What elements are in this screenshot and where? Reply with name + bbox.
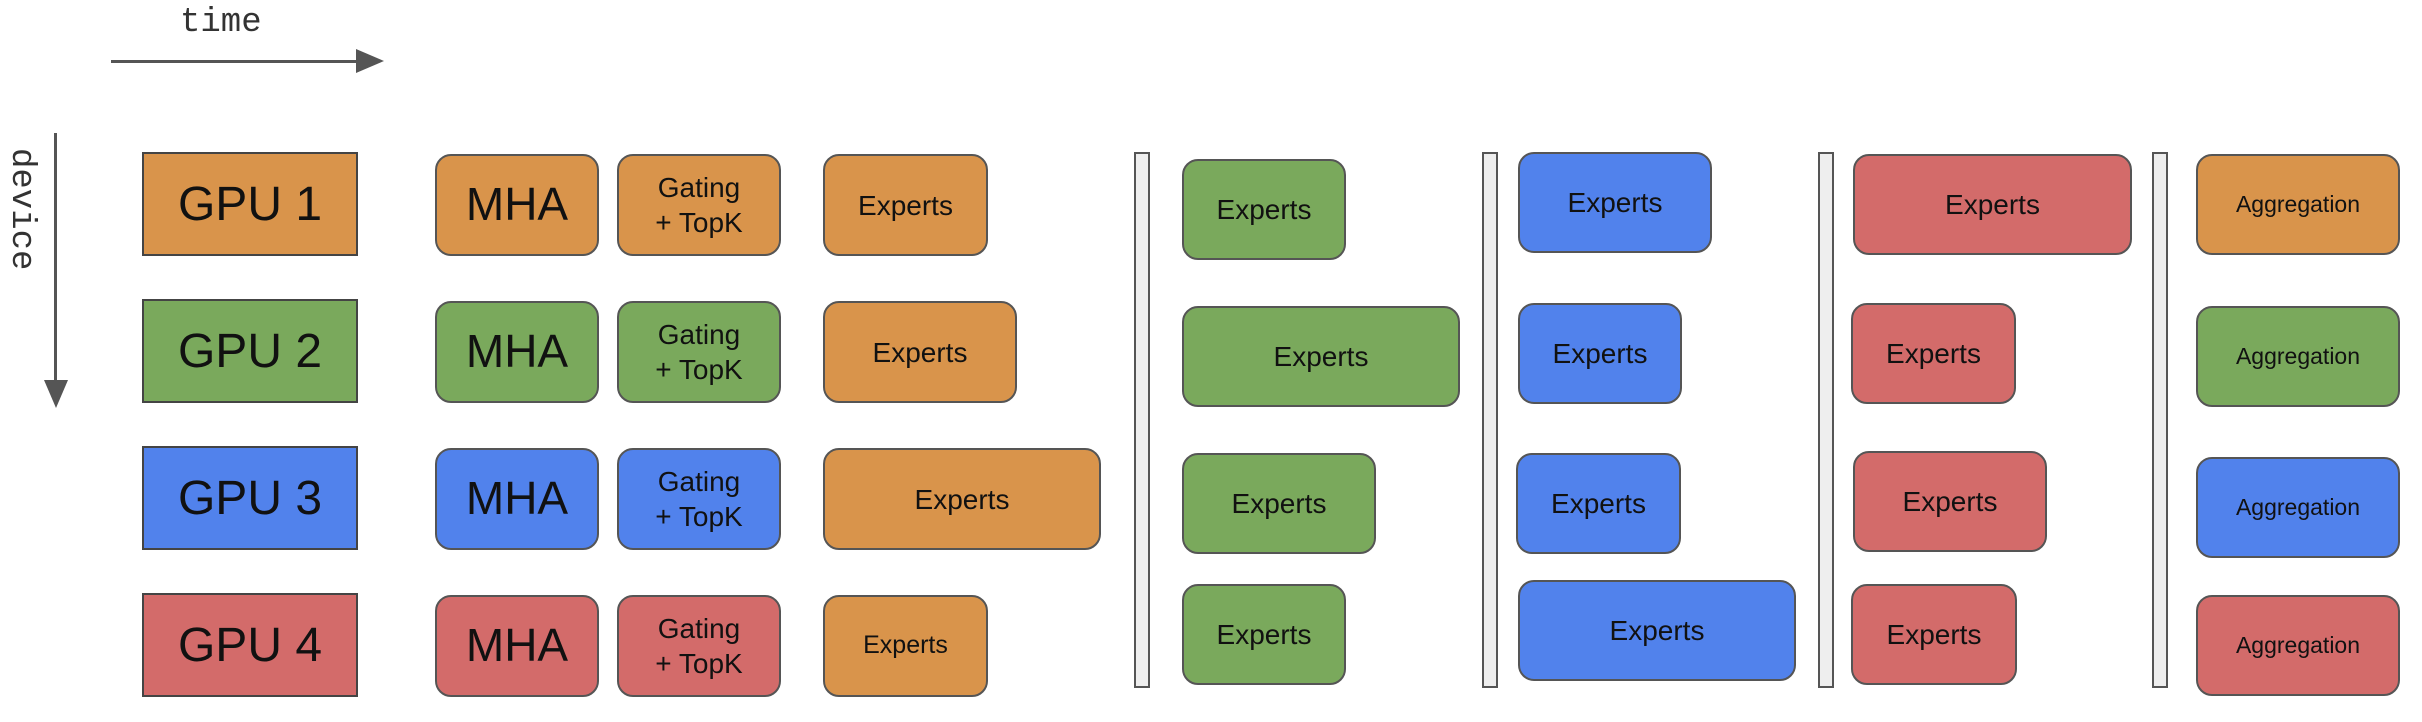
aggregation-block-gpu-3: Aggregation (2196, 457, 2400, 558)
gating-label: Gating (657, 319, 741, 350)
mha-block-gpu-1: MHA (435, 154, 599, 256)
experts-block-phase-3-gpu-4: Experts (1851, 584, 2017, 685)
experts-block-phase-1-gpu-3: Experts (1182, 453, 1376, 554)
topk-label: + TopK (655, 354, 743, 385)
mha-block-gpu-2: MHA (435, 301, 599, 403)
experts-block-phase-2-gpu-3: Experts (1516, 453, 1681, 554)
time-axis-label: time (180, 4, 262, 42)
sync-separator-4 (2152, 152, 2168, 688)
gating-topk-block-gpu-4: Gating + TopK (617, 595, 781, 697)
gpu-3-label: GPU 3 (142, 446, 358, 550)
mha-block-gpu-4: MHA (435, 595, 599, 697)
experts-block-phase-0-gpu-2: Experts (823, 301, 1017, 403)
gating-label: Gating (657, 613, 741, 644)
gpu-4-label: GPU 4 (142, 593, 358, 697)
experts-block-phase-2-gpu-2: Experts (1518, 303, 1682, 404)
experts-block-phase-1-gpu-4: Experts (1182, 584, 1346, 685)
experts-block-phase-1-gpu-1: Experts (1182, 159, 1346, 260)
aggregation-block-gpu-1: Aggregation (2196, 154, 2400, 255)
time-arrow-line (111, 60, 359, 63)
gating-label: Gating (657, 466, 741, 497)
sync-separator-2 (1482, 152, 1498, 688)
time-arrow-head-icon (356, 49, 384, 73)
topk-label: + TopK (655, 501, 743, 532)
experts-block-phase-3-gpu-2: Experts (1851, 303, 2016, 404)
experts-block-phase-2-gpu-4: Experts (1518, 580, 1796, 681)
mha-block-gpu-3: MHA (435, 448, 599, 550)
experts-block-phase-2-gpu-1: Experts (1518, 152, 1712, 253)
topk-label: + TopK (655, 648, 743, 679)
experts-block-phase-0-gpu-4: Experts (823, 595, 988, 697)
topk-label: + TopK (655, 207, 743, 238)
aggregation-block-gpu-4: Aggregation (2196, 595, 2400, 696)
gating-topk-block-gpu-1: Gating + TopK (617, 154, 781, 256)
gpu-2-label: GPU 2 (142, 299, 358, 403)
gpu-1-label: GPU 1 (142, 152, 358, 256)
experts-block-phase-0-gpu-1: Experts (823, 154, 988, 256)
experts-block-phase-1-gpu-2: Experts (1182, 306, 1460, 407)
sync-separator-1 (1134, 152, 1150, 688)
aggregation-block-gpu-2: Aggregation (2196, 306, 2400, 407)
experts-block-phase-0-gpu-3: Experts (823, 448, 1101, 550)
gating-label: Gating (657, 172, 741, 203)
device-arrow-head-icon (44, 380, 68, 408)
experts-block-phase-3-gpu-3: Experts (1853, 451, 2047, 552)
gating-topk-block-gpu-2: Gating + TopK (617, 301, 781, 403)
device-axis-label: device (2, 148, 40, 271)
experts-block-phase-3-gpu-1: Experts (1853, 154, 2132, 255)
device-arrow-line (54, 133, 57, 383)
gating-topk-block-gpu-3: Gating + TopK (617, 448, 781, 550)
sync-separator-3 (1818, 152, 1834, 688)
